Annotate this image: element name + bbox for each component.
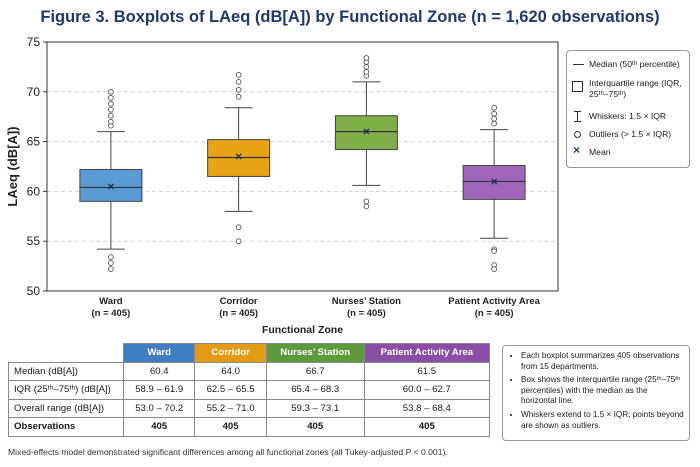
outlier-point — [491, 110, 497, 117]
table-cell: 55.2 – 71.0 — [194, 398, 267, 418]
row-label: Observations — [8, 417, 124, 437]
row-label: IQR (25ᵗʰ–75ᵗʰ) (dB[A]) — [8, 380, 124, 400]
y-tick-label: 65 — [27, 135, 41, 149]
outlier-point — [108, 88, 114, 95]
figure-title: Figure 3. Boxplots of LAeq (dB[A]) by Fu… — [40, 8, 660, 26]
y-tick-label: 70 — [27, 85, 41, 99]
legend-whiskers: Whiskers: 1.5 × IQR — [571, 111, 666, 123]
x-axis-label: Functional Zone — [262, 324, 343, 336]
row-label: Overall range (dB[A]) — [8, 398, 124, 418]
table-cell: 405 — [122, 417, 196, 437]
x-tick-label: Corridor — [220, 296, 258, 307]
outlier-point — [363, 69, 370, 75]
outlier-point — [491, 248, 497, 255]
outlier-point — [363, 64, 370, 70]
summary-table: Ward Corridor Nurses’ Station Patient Ac… — [8, 343, 491, 437]
notes-box: Each boxplot summarizes 405 observations… — [502, 345, 690, 441]
outlier-point — [108, 106, 114, 113]
table-header-row: Ward Corridor Nurses’ Station Patient Ac… — [8, 343, 491, 363]
outlier-point — [108, 100, 114, 107]
plot-frame — [46, 41, 559, 292]
table-cell: 60.4 — [122, 361, 196, 381]
table-cell: 58.9 – 61.9 — [122, 380, 196, 400]
y-tick-label: 55 — [27, 234, 41, 248]
table-cell: 53.8 – 68.4 — [363, 398, 491, 418]
iqr-box — [79, 168, 143, 202]
table-cell: 64.0 — [194, 361, 267, 381]
footnote: Mixed-effects model demonstrated signifi… — [8, 447, 448, 457]
outlier-point — [235, 93, 242, 100]
table-row: Observations 405 405 405 405 — [8, 417, 491, 437]
legend: Median (50ᵗʰ percentile) Interquartile r… — [566, 50, 690, 168]
mean-marker: × — [363, 125, 370, 139]
table-row: Median (dB[A]) 60.4 64.0 66.7 61.5 — [8, 361, 491, 381]
outlier-point — [491, 104, 497, 111]
x-tick-count: (n = 405) — [347, 308, 386, 319]
mean-marker: × — [491, 174, 498, 188]
x-tick-count: (n = 405) — [219, 308, 258, 319]
header-ward: Ward — [122, 343, 196, 363]
outlier-point — [491, 266, 497, 272]
legend-outliers: Outliers (> 1.5 × IQR) — [571, 129, 671, 141]
table-cell: 405 — [363, 417, 491, 437]
outlier-point — [235, 72, 242, 78]
y-axis-label: LAeq (dB[A]) — [5, 126, 20, 206]
outlier-point — [108, 112, 114, 119]
table-cell: 405 — [265, 417, 365, 437]
table-cell: 53.0 – 70.2 — [122, 398, 196, 418]
note-item: Whiskers extend to 1.5 × IQR; points bey… — [521, 410, 684, 431]
y-tick-label: 75 — [27, 35, 41, 49]
legend-mean: × Mean — [573, 143, 611, 157]
row-label: Median (dB[A]) — [8, 361, 124, 381]
outlier-point — [235, 78, 242, 85]
table-row: IQR (25ᵗʰ–75ᵗʰ) (dB[A]) 58.9 – 61.9 62.5… — [8, 380, 491, 400]
outlier-point — [363, 55, 370, 61]
mean-marker-icon: × — [573, 143, 581, 157]
outlier-point — [108, 94, 114, 101]
table-corner — [8, 343, 124, 363]
iqr-box — [334, 115, 398, 151]
outlier-point — [235, 238, 242, 245]
outlier-point — [491, 120, 497, 127]
header-corridor: Corridor — [194, 343, 267, 363]
table-cell: 60.0 – 62.7 — [363, 380, 491, 400]
table-cell: 61.5 — [363, 361, 491, 381]
header-nurses-station: Nurses’ Station — [265, 343, 365, 363]
table-cell: 405 — [194, 417, 267, 437]
note-item: Box shows the interquartile range (25ᵗʰ–… — [521, 375, 684, 407]
table-cell: 62.5 – 65.5 — [194, 380, 267, 400]
x-tick-count: (n = 405) — [475, 308, 514, 319]
outlier-point — [491, 115, 497, 122]
table-cell: 59.3 – 73.1 — [265, 398, 365, 418]
iqr-box — [462, 165, 526, 200]
header-patient-activity-area: Patient Activity Area — [363, 343, 491, 363]
outlier-point — [235, 86, 242, 93]
outlier-point — [108, 118, 114, 125]
y-tick-label: 60 — [27, 184, 41, 198]
x-tick-label: Ward — [99, 296, 123, 307]
x-tick-count: (n = 405) — [91, 308, 130, 319]
table-row: Overall range (dB[A]) 53.0 – 70.2 55.2 –… — [8, 398, 491, 418]
y-tick-label: 50 — [27, 284, 41, 298]
outlier-point — [108, 254, 114, 260]
mean-marker: × — [235, 150, 242, 164]
legend-iqr: Interquartile range (IQR, 25ᵗʰ–75ᵗʰ) — [571, 78, 685, 100]
outlier-point — [363, 198, 370, 205]
table-cell: 66.7 — [265, 361, 365, 381]
outlier-point — [235, 224, 242, 231]
outlier-point — [108, 260, 114, 266]
note-item: Each boxplot summarizes 405 observations… — [521, 351, 684, 372]
x-tick-label: Patient Activity Area — [448, 296, 540, 307]
table-cell: 65.4 – 68.3 — [265, 380, 365, 400]
mean-marker: × — [107, 179, 114, 193]
outlier-point — [363, 203, 370, 210]
x-tick-label: Nurses’ Station — [332, 296, 401, 307]
legend-median: Median (50ᵗʰ percentile) — [571, 59, 680, 71]
outlier-point — [108, 266, 114, 272]
